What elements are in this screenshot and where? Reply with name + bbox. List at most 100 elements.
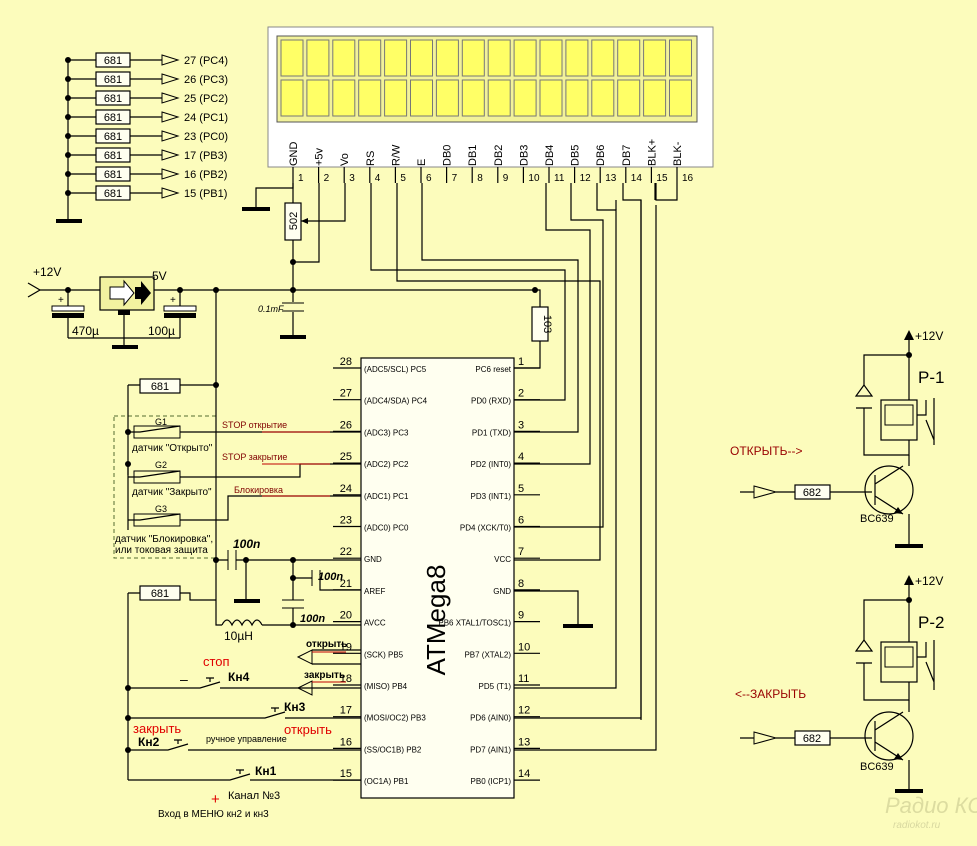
mcu-pin-name: (SS/OC1B) PB2 <box>364 745 422 754</box>
lcd-pin-number: 7 <box>452 173 458 184</box>
lcd-cell <box>617 39 641 77</box>
relay-2-resistor: 682 <box>803 733 821 745</box>
lcd-cell <box>410 39 433 77</box>
close-label: закрыть <box>133 721 181 736</box>
pullup-target-label: 16 (PB2) <box>184 169 227 181</box>
signal-stop-open: STOP открытие <box>222 420 287 430</box>
mcu-pin-name: PD1 (TXD) <box>472 428 511 437</box>
bypass-cap-label: 0.1mF <box>258 304 284 314</box>
lcd-pin-name: BLK- <box>672 141 684 166</box>
relay-2-command: <--ЗАКРЫТЬ <box>735 687 806 701</box>
mcu-pin-name: PD7 (AIN1) <box>470 745 511 754</box>
signal-block: Блокировка <box>234 485 283 495</box>
pullup-target-label: 26 (PC3) <box>184 74 228 86</box>
power-input-label: +12V <box>33 265 61 279</box>
mcu-pin-number: 22 <box>340 546 352 558</box>
lcd-cell <box>384 79 408 117</box>
pullup-resistor-value: 681 <box>104 169 122 181</box>
arrow-icon <box>161 187 180 199</box>
lcd-pin-name: GND <box>288 142 300 167</box>
inductor-label: 10µH <box>224 629 253 643</box>
lcd-cell <box>565 79 589 117</box>
mcu-pin-number: 4 <box>518 451 524 463</box>
mcu-pin-name: GND <box>364 555 382 564</box>
lcd-pin-name: Vo <box>339 153 351 166</box>
pullup-target-label: 15 (PB1) <box>184 188 227 200</box>
mcu-pin-number: 23 <box>340 515 352 527</box>
lcd-cell <box>358 39 382 77</box>
mcu-pin-name: PD5 (T1) <box>479 682 512 691</box>
pullup-resistor-value: 681 <box>104 112 122 124</box>
mcu-pin-name: PB7 (XTAL2) <box>464 650 511 659</box>
g3-description-1: датчик "Блокировка", <box>115 534 213 545</box>
channel-label: Канал №3 <box>228 790 280 802</box>
mcu-pin-number: 24 <box>340 483 352 495</box>
lcd-pin-name: DB2 <box>493 145 505 166</box>
mcu-pin-name: (ADC1) PC1 <box>364 492 409 501</box>
relay-1-command: ОТКРЫТЬ--> <box>730 444 803 458</box>
mcu-pin-number: 1 <box>518 356 524 368</box>
lcd-cell <box>384 39 408 77</box>
mcu-pin-name: PD3 (INT1) <box>471 492 512 501</box>
mcu-pin-number: 12 <box>518 705 530 717</box>
capacitor-100-label: 100µ <box>148 324 175 338</box>
g1-description: датчик "Открыто" <box>132 443 213 454</box>
lcd-pin-number: 11 <box>554 173 565 184</box>
relay-2-power: +12V <box>915 574 943 588</box>
relay-1-power: +12V <box>915 329 943 343</box>
lcd-cell <box>487 79 511 117</box>
mcu-pin-number: 26 <box>340 419 352 431</box>
lcd-pin-number: 2 <box>324 173 330 184</box>
pullup-resistor-value: 681 <box>104 188 122 200</box>
lcd-pin-name: DB0 <box>442 145 454 166</box>
lcd-pin-number: 3 <box>349 173 355 184</box>
lcd-cell <box>435 39 459 77</box>
menu-label: Вход в МЕНЮ кн2 и кн3 <box>158 809 269 820</box>
lcd-pin-number: 9 <box>503 173 509 184</box>
lcd-display: GND1+5v2Vo3RS4R/W5E6DB07DB18DB29DB310DB4… <box>267 26 714 184</box>
lcd-pin-number: 5 <box>400 173 406 184</box>
relay-2-block: +12V P-2 <--ЗАКРЫТЬ 682 BC639 <box>735 574 944 793</box>
mcu-pin-name: PB0 (ICP1) <box>471 777 512 786</box>
mcu-pin-name: (MISO) PB4 <box>364 682 408 691</box>
mcu-pin-name: PD4 (XCK/T0) <box>460 524 511 533</box>
lcd-pin-number: 12 <box>580 173 592 184</box>
pullup-resistor-value: 681 <box>104 74 122 86</box>
mcu-pin-name: (ADC4/SDA) PC4 <box>364 397 428 406</box>
g2-label: G2 <box>155 460 167 470</box>
watermark-url: radiokot.ru <box>893 820 941 831</box>
g1-label: G1 <box>155 417 167 427</box>
lcd-pin-name: DB5 <box>570 145 582 166</box>
arrow-icon <box>161 92 180 104</box>
mcu-pin-number: 17 <box>340 705 352 717</box>
out-open-label: открыть <box>306 639 347 650</box>
arrow-icon <box>161 149 180 161</box>
stop-label: стоп <box>203 654 230 669</box>
button-resistor-label: 681 <box>151 588 169 600</box>
lcd-cell <box>669 79 692 117</box>
regulator-output-label: 5V <box>152 269 167 283</box>
relay-1-name: P-1 <box>918 368 944 387</box>
lcd-cell <box>306 79 330 117</box>
mcu-pin-name: VCC <box>494 555 511 564</box>
reset-resistor: 103 <box>514 287 553 369</box>
lcd-pin-name: DB3 <box>518 145 530 166</box>
lcd-pin-number: 16 <box>682 173 694 184</box>
arrow-icon <box>161 111 180 123</box>
pullup-resistor-value: 681 <box>104 150 122 162</box>
mcu-pin-name: GND <box>493 587 511 596</box>
mcu-pin-name: AVCC <box>364 619 386 628</box>
output-arrows: открыть закрыть <box>296 639 361 696</box>
trimmer-label: 502 <box>288 212 300 230</box>
pullup-resistor-value: 681 <box>104 93 122 105</box>
kn2-label: Кн2 <box>138 735 160 749</box>
mcu-pin-name: (ADC5/SCL) PC5 <box>364 365 427 374</box>
mcu-pin-name: (ADC3) PC3 <box>364 428 409 437</box>
lcd-cell <box>565 39 589 77</box>
mcu-pin-number: 11 <box>518 673 529 685</box>
mcu-pin-name: (ADC0) PC0 <box>364 524 409 533</box>
lcd-pin-name: DB4 <box>544 145 556 166</box>
kn4-label: Кн4 <box>228 670 250 684</box>
lcd-pin-name: RS <box>365 151 377 166</box>
